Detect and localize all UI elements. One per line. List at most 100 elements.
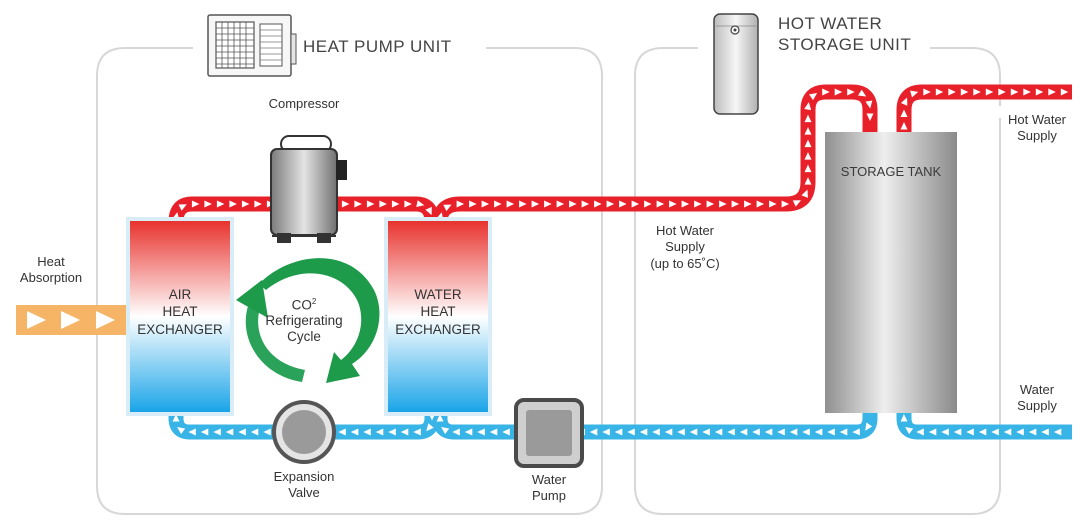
heat-absorption-line2: Absorption (19, 270, 83, 286)
flow-arrow (953, 428, 962, 436)
flow-arrow (744, 200, 752, 208)
flow-arrow (865, 422, 873, 431)
flow-arrow (814, 428, 823, 436)
flow-arrow (489, 428, 498, 436)
flow-arrow (606, 200, 615, 208)
hws-out-line2: Supply (1017, 128, 1057, 144)
flow-arrow (935, 88, 944, 96)
hws-mid-line3: (up to 65˚C) (650, 255, 720, 271)
cold-pipe-main (432, 412, 878, 440)
valve-line2: Valve (288, 485, 320, 501)
flow-arrow (1048, 88, 1056, 96)
cycle-sup: 2 (311, 297, 317, 306)
water-heat-exchanger-label: WATER HEAT EXCHANGER (388, 286, 488, 338)
flow-arrow (338, 428, 346, 436)
flow-arrow (839, 428, 848, 436)
flow-arrow (769, 200, 777, 208)
flow-arrow (425, 206, 432, 216)
flow-arrow (1016, 428, 1024, 436)
hws-mid-line2: Supply (665, 239, 705, 255)
flow-arrow (656, 200, 665, 208)
flow-arrow (804, 114, 812, 123)
flow-arrow (404, 200, 412, 208)
flow-arrow (756, 200, 765, 208)
water-hx-line2: HEAT (420, 304, 456, 320)
flow-arrow (341, 200, 350, 208)
flow-arrow (865, 100, 873, 109)
flow-arrow (777, 428, 785, 436)
flow-arrow (366, 200, 375, 208)
heat-absorption-label: Heat Absorption (10, 254, 92, 287)
flow-arrow (443, 204, 452, 212)
cycle-line3: Cycle (287, 328, 321, 344)
flow-arrow (594, 200, 602, 208)
flow-arrow (1035, 88, 1044, 96)
flow-arrow (764, 428, 773, 436)
flow-arrow (1003, 428, 1012, 436)
flow-arrow (188, 428, 196, 436)
flow-arrow (781, 200, 790, 208)
compressor-label: Compressor (268, 96, 340, 111)
flow-arrow (985, 88, 994, 96)
flow-arrow (727, 428, 735, 436)
flow-arrow (804, 102, 812, 111)
refrigerating-cycle-arrows (236, 258, 380, 383)
flow-arrow (804, 164, 812, 173)
cold-pipe-in (896, 412, 1072, 440)
air-hx-line3: EXCHANGER (137, 321, 223, 337)
flow-arrow (677, 428, 685, 436)
flow-arrow (416, 200, 425, 208)
flow-arrow (531, 200, 540, 208)
flow-arrow (354, 200, 362, 208)
flow-arrow (469, 200, 477, 208)
compressor-icon (270, 135, 347, 243)
flow-arrow (477, 428, 485, 436)
flow-arrow (363, 428, 371, 436)
flow-arrow (544, 200, 552, 208)
flow-arrow (375, 428, 384, 436)
water-hx-line1: WATER (414, 287, 462, 302)
flow-arrow (802, 428, 810, 436)
flow-arrow (456, 200, 465, 208)
flow-arrow (441, 426, 450, 435)
ws-in-line1: Water (1019, 382, 1055, 397)
flow-arrow (664, 428, 673, 436)
hws-mid-line1: Hot Water (655, 223, 715, 238)
flow-arrow (464, 428, 473, 436)
flow-arrow (804, 177, 812, 185)
flow-arrow (519, 200, 527, 208)
outdoor-unit-icon (207, 14, 297, 77)
flow-arrow (857, 89, 867, 97)
flow-arrow (752, 428, 760, 436)
heat-pump-unit-frame (96, 47, 603, 515)
cycle-line1: CO2 (291, 297, 317, 313)
flow-arrow (350, 428, 359, 436)
flow-arrow (809, 93, 818, 101)
heat-absorption-arrows (27, 311, 115, 329)
flow-arrow (719, 200, 727, 208)
flow-arrow (263, 428, 271, 436)
flow-arrow (689, 428, 698, 436)
flow-arrow (481, 200, 490, 208)
flow-arrow (801, 189, 808, 198)
flow-arrow (1028, 428, 1037, 436)
flow-arrow (900, 122, 908, 130)
cycle-line2: Refrigerating (265, 313, 343, 329)
flow-arrow (694, 200, 702, 208)
flow-arrow (941, 428, 949, 436)
air-heat-exchanger-label: AIR HEAT EXCHANGER (130, 286, 230, 338)
flow-arrow (204, 200, 212, 208)
flow-arrow (172, 414, 180, 422)
water-supply-in-label: Water Supply (1000, 382, 1074, 415)
flow-arrow (413, 428, 421, 436)
storage-unit-frame (634, 47, 1001, 515)
flow-arrow (681, 200, 690, 208)
water-pump-label: Water Pump (514, 472, 584, 505)
hot-water-supply-mid-label: Hot Water Supply (up to 65˚C) (630, 223, 740, 272)
storage-unit-title-line1: HOT WATER (778, 14, 883, 33)
storage-unit-title: HOT WATER STORAGE UNIT (778, 13, 911, 56)
flow-arrow (1041, 428, 1049, 436)
storage-unit-title-line2: STORAGE UNIT (778, 35, 912, 55)
water-hx-line3: EXCHANGER (395, 321, 481, 337)
flow-arrow (960, 88, 969, 96)
